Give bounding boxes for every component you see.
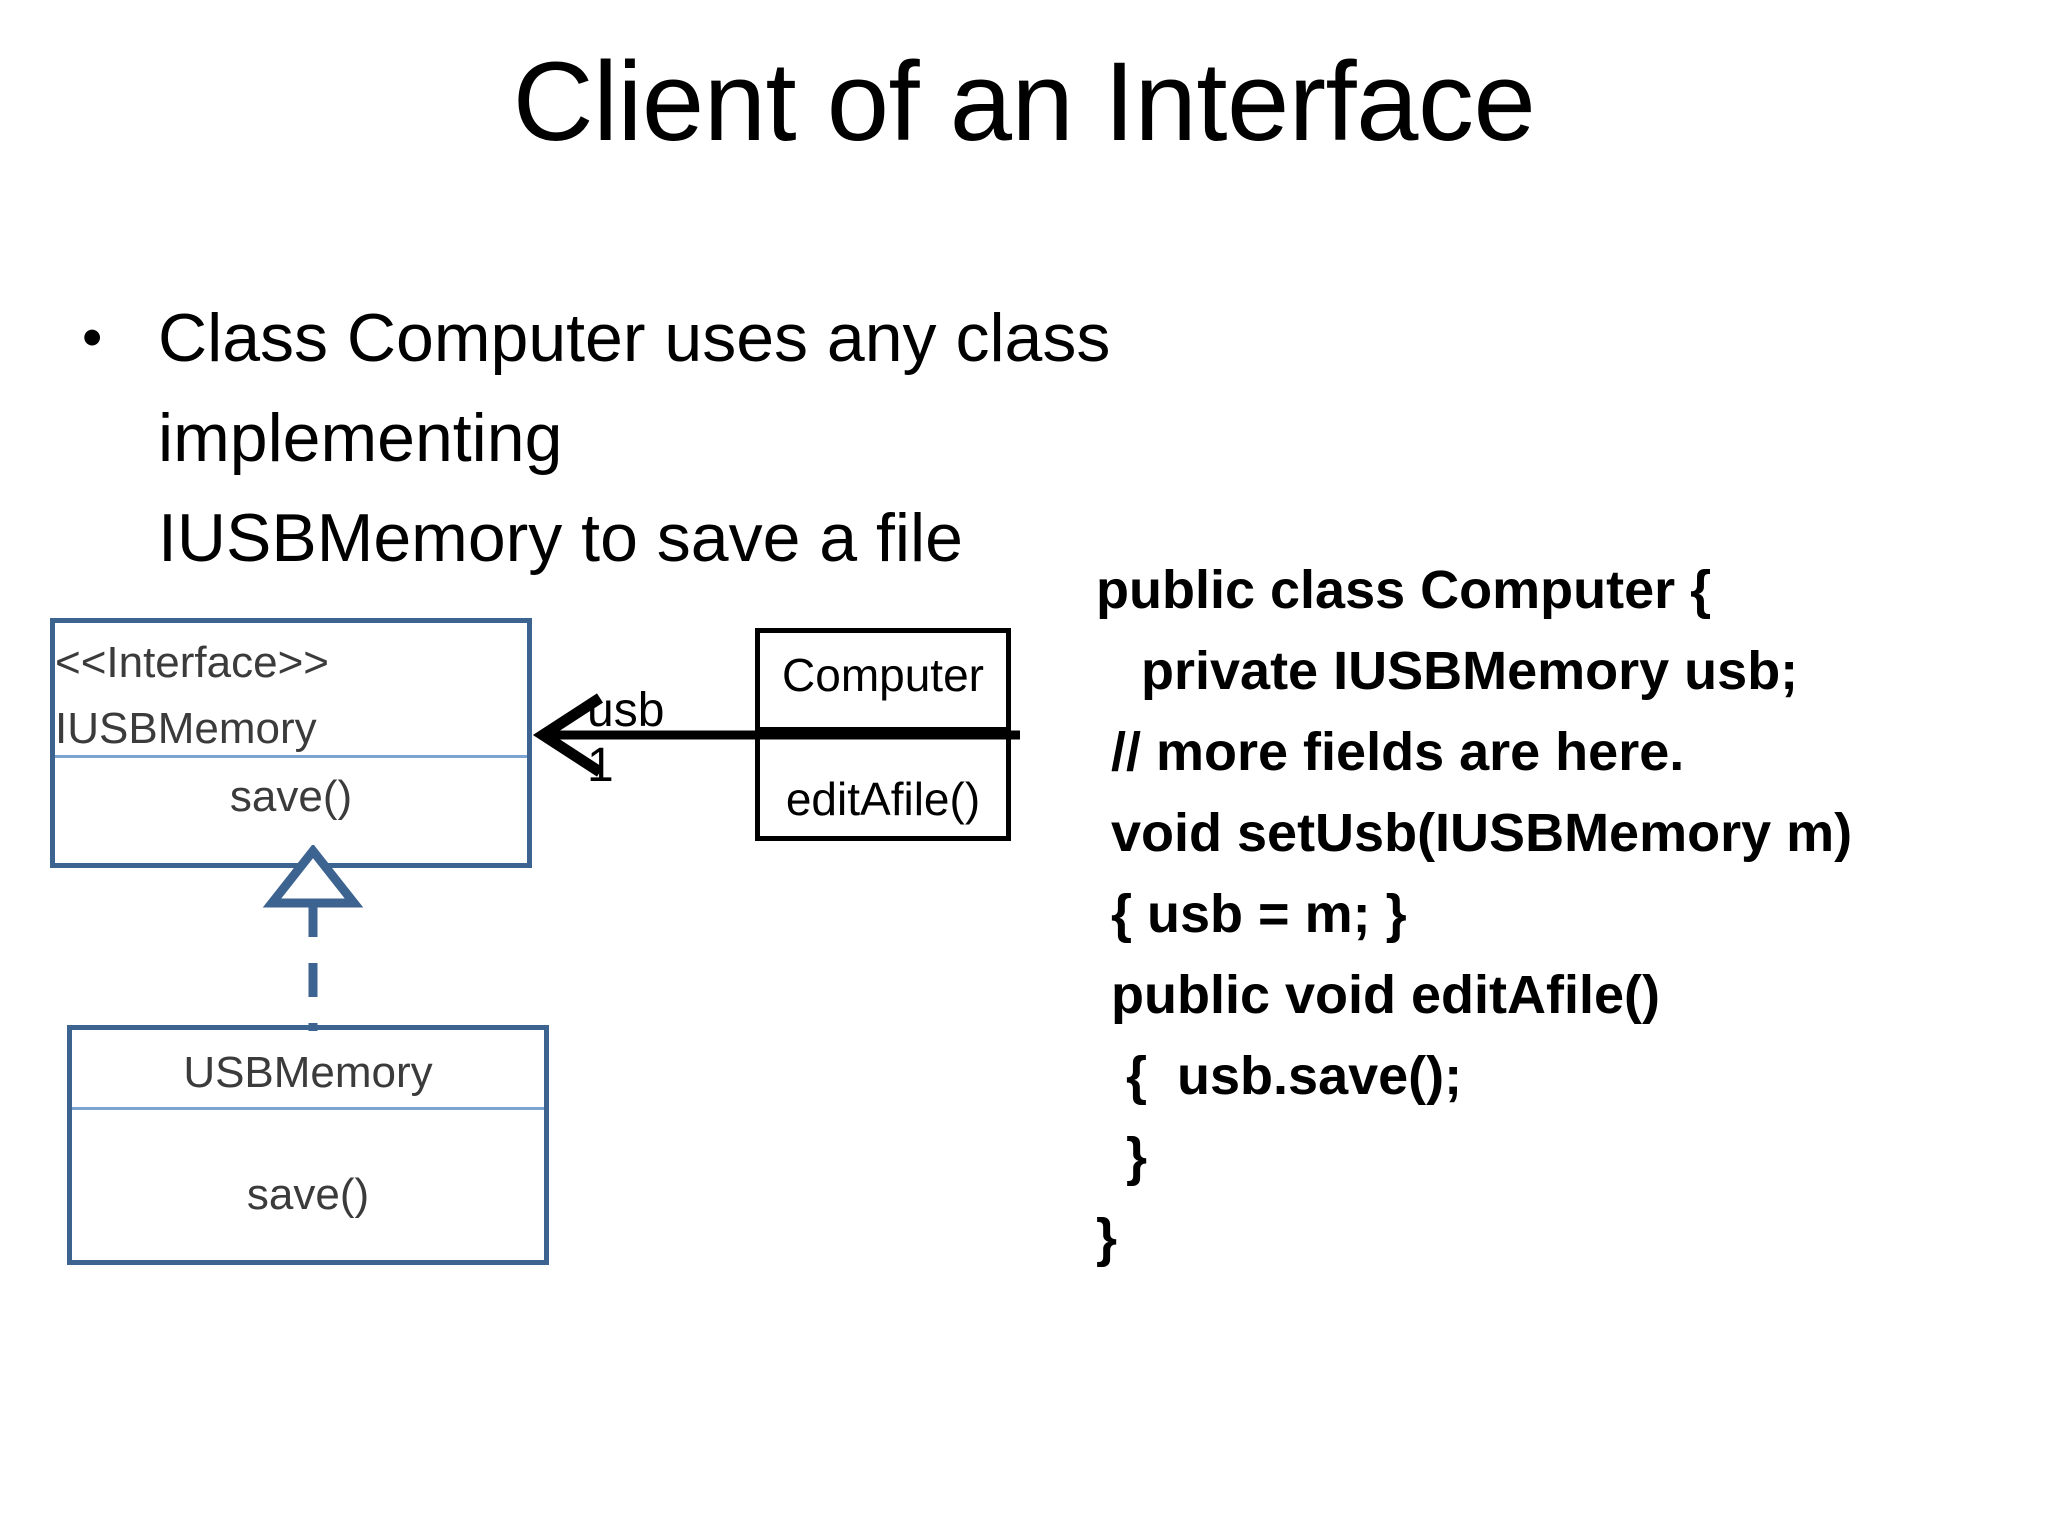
uml-operation-save: save() [246, 1170, 370, 1219]
code-line: void setUsb(IUSBMemory m) [1096, 803, 1853, 863]
code-line: public class Computer { [1096, 560, 1712, 620]
uml-class-box-usbmemory: USBMemory save() [67, 1025, 549, 1265]
code-snippet: public class Computer { private IUSBMemo… [1096, 550, 2046, 1279]
bullet-point-icon: • [82, 305, 103, 370]
bullet-line-2: IUSBMemory to save a file [158, 500, 963, 576]
code-line: private IUSBMemory usb; [1096, 641, 1799, 701]
uml-name-compartment: Computer [760, 633, 1006, 733]
bullet-line-1: Class Computer uses any class implementi… [158, 300, 1111, 476]
uml-association-arrow [532, 693, 1020, 777]
arrowhead-open [532, 693, 603, 777]
page-title: Client of an Interface [512, 39, 1536, 164]
code-line: // more fields are here. [1096, 722, 1685, 782]
uml-class-name-label: Computer [782, 649, 984, 701]
uml-realization-connector [262, 845, 364, 1031]
uml-operation-save: save() [229, 772, 353, 821]
uml-class-name-label: USBMemory [183, 1048, 433, 1097]
code-line: { usb.save(); [1096, 1046, 1463, 1106]
uml-operation-editafile: editAfile() [785, 773, 981, 825]
association-multiplicity-label: 1 [587, 739, 614, 792]
uml-name-compartment: USBMemory [72, 1030, 544, 1110]
code-line: } [1096, 1127, 1148, 1187]
uml-class-name-label: IUSBMemory [55, 703, 317, 753]
code-line: public void editAfile() [1096, 965, 1660, 1025]
bullet-list: • Class Computer uses any class implemen… [78, 288, 1438, 588]
uml-operations-compartment: editAfile() [760, 733, 1006, 830]
uml-operations-compartment: save() [55, 758, 527, 860]
uml-name-compartment: <<Interface>> IUSBMemory [55, 623, 527, 758]
uml-class-box-iusbmemory: <<Interface>> IUSBMemory save() [50, 618, 532, 868]
list-item-continuation: IUSBMemory to save a file [78, 488, 1438, 588]
hollow-triangle-arrowhead-icon [262, 845, 364, 908]
association-role-label: usb [587, 684, 665, 737]
uml-stereotype-label: <<Interface>> [55, 637, 329, 687]
code-line: } [1096, 1208, 1118, 1268]
list-item: • Class Computer uses any class implemen… [78, 288, 1438, 488]
code-line: { usb = m; } [1096, 884, 1407, 944]
uml-operations-compartment: save() [72, 1110, 544, 1262]
